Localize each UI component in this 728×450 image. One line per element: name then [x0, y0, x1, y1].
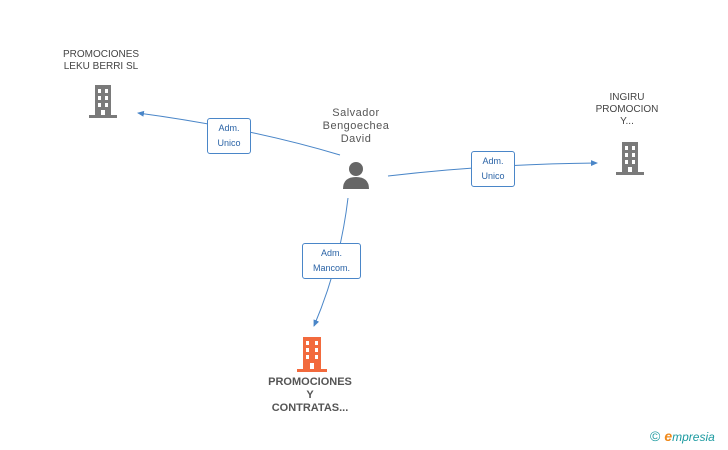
copyright-symbol: ©	[650, 428, 661, 444]
person-label[interactable]: Salvador Bengoechea David	[323, 107, 390, 146]
company-ingiru-line-2: PROMOCION	[595, 104, 659, 115]
role-line-1: Adm.	[218, 123, 240, 133]
company-ingiru-label[interactable]: INGIRU PROMOCION Y...	[596, 92, 659, 128]
building-icon[interactable]	[87, 83, 119, 119]
empresia-logo: ©empresia	[650, 428, 715, 444]
role-line-2: Unico	[217, 138, 241, 148]
person-line-2: Bengoechea	[322, 120, 390, 132]
company-contratas-label[interactable]: PROMOCIONES Y CONTRATAS...	[268, 376, 352, 415]
building-icon[interactable]	[614, 140, 646, 176]
company-ingiru-line-3: Y...	[620, 116, 634, 127]
company-leku-berri-line-2: LEKU BERRI SL	[63, 61, 139, 72]
role-box-contratas[interactable]: Adm. Mancom.	[302, 243, 361, 279]
company-contratas-line-3: CONTRATAS...	[271, 402, 349, 414]
person-line-1: Salvador	[332, 107, 380, 119]
role-line-1: Adm.	[320, 248, 342, 258]
company-contratas-line-2: Y	[306, 389, 314, 401]
brand-initial: e	[664, 428, 673, 444]
company-ingiru-line-1: INGIRU	[609, 92, 645, 103]
company-contratas-line-1: PROMOCIONES	[268, 376, 352, 388]
person-icon[interactable]	[341, 160, 371, 190]
company-leku-berri-label[interactable]: PROMOCIONES LEKU BERRI SL	[63, 49, 139, 73]
person-line-3: David	[340, 133, 372, 145]
role-line-2: Unico	[481, 171, 505, 181]
company-leku-berri-line-1: PROMOCIONES	[62, 49, 140, 60]
role-line-2: Mancom.	[312, 263, 350, 273]
role-box-leku-berri[interactable]: Adm. Unico	[207, 118, 251, 154]
main-building-icon[interactable]	[295, 335, 329, 373]
role-line-1: Adm.	[482, 156, 504, 166]
role-box-ingiru[interactable]: Adm. Unico	[471, 151, 515, 187]
brand-name: mpresia	[672, 430, 715, 444]
